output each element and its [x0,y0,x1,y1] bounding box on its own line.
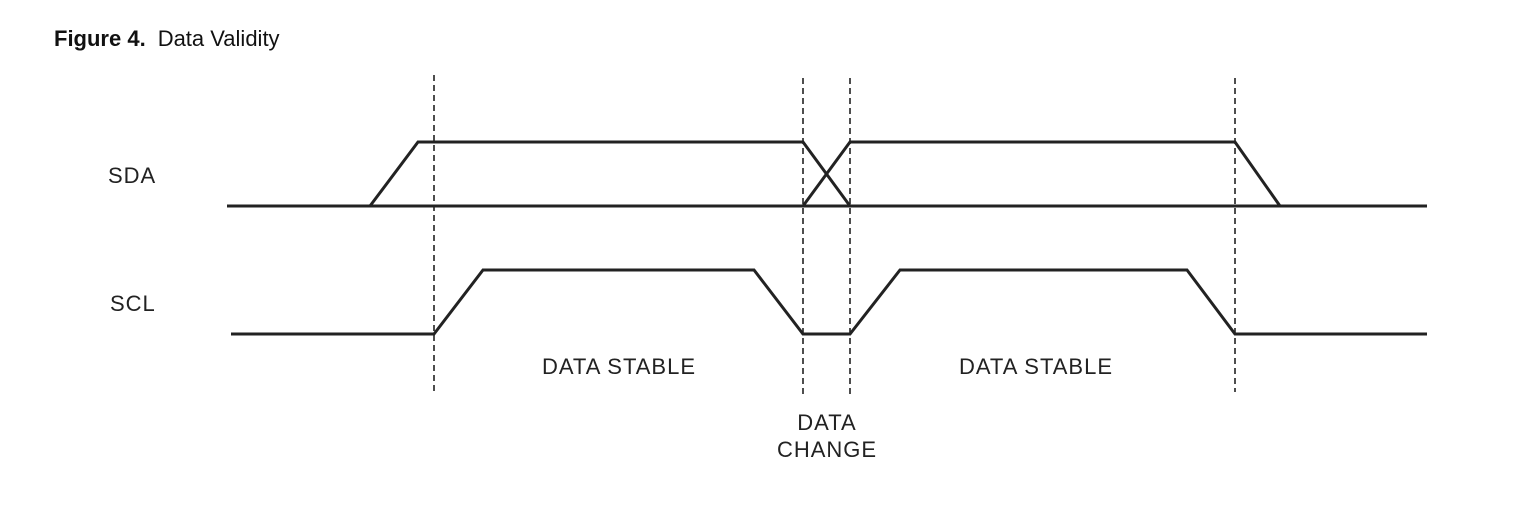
sda-label: SDA [108,163,156,188]
data-stable-label-1: DATA STABLE [542,354,696,379]
figure-caption: Figure 4. Data Validity [54,26,280,52]
scl-waveform [231,268,1427,336]
data-change-label-line2: CHANGE [777,437,877,462]
data-change-label-line1: DATA [797,410,856,435]
figure-number: Figure 4. [54,26,146,51]
data-stable-label-2: DATA STABLE [959,354,1113,379]
figure-title: Data Validity [157,26,280,51]
sda-waveform-1 [368,140,852,207]
scl-label: SCL [110,291,156,316]
sda-waveform-2 [801,140,1282,207]
